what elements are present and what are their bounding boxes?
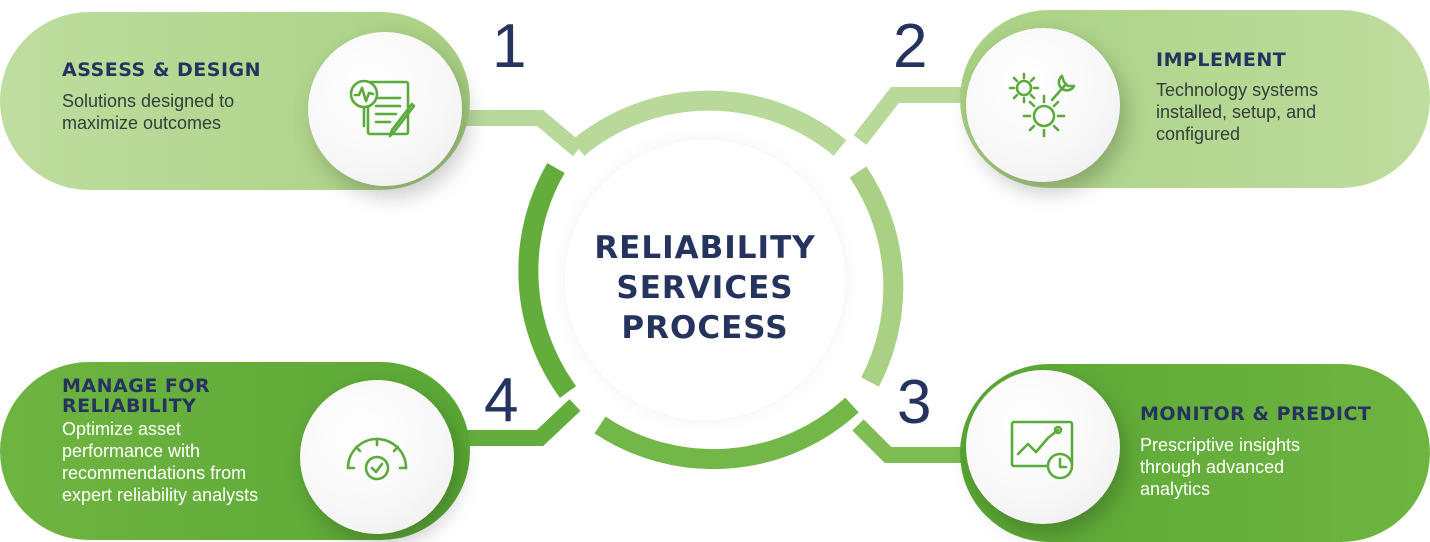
step-3-description: Prescriptive insights through advanced a…: [1140, 435, 1301, 499]
ring-arc-right: [849, 166, 904, 387]
connector-3: [852, 419, 985, 463]
step-2-title: IMPLEMENT: [1156, 49, 1287, 71]
connector-2: [853, 87, 990, 145]
step-3-title: MONITOR & PREDICT: [1140, 403, 1372, 425]
gauge-check-icon: [346, 437, 408, 481]
report-magnifier-icon: [349, 79, 416, 138]
center-title: RELIABILITY SERVICES PROCESS: [594, 230, 816, 346]
step-2-icon-disc: [966, 28, 1120, 182]
step-1-description: Solutions designed to maximize outcomes: [62, 91, 235, 133]
step-2-description: Technology systems installed, setup, and…: [1156, 80, 1319, 144]
ring-arc-left: [518, 162, 577, 398]
step-3-number: 3: [897, 368, 932, 437]
ring-arc-bottom: [594, 397, 859, 470]
step-4-title: MANAGE FOR RELIABILITY: [62, 375, 211, 417]
step-4-description: Optimize asset performance with recommen…: [62, 419, 259, 505]
step-3-icon-disc: [966, 370, 1120, 524]
step-1-number: 1: [492, 12, 527, 81]
step-4-icon-disc: [300, 380, 454, 534]
gears-wrench-icon: [1008, 72, 1076, 138]
step-4-number: 4: [484, 366, 519, 435]
ring-arc-top: [571, 90, 847, 156]
connector-1: [440, 110, 584, 157]
analytics-clock-icon: [1010, 420, 1074, 480]
connector-4: [440, 399, 581, 446]
step-1-icon-disc: [308, 32, 462, 186]
center-disc: [565, 140, 845, 420]
step-2-number: 2: [893, 12, 928, 81]
step-1-title: ASSESS & DESIGN: [62, 59, 262, 81]
